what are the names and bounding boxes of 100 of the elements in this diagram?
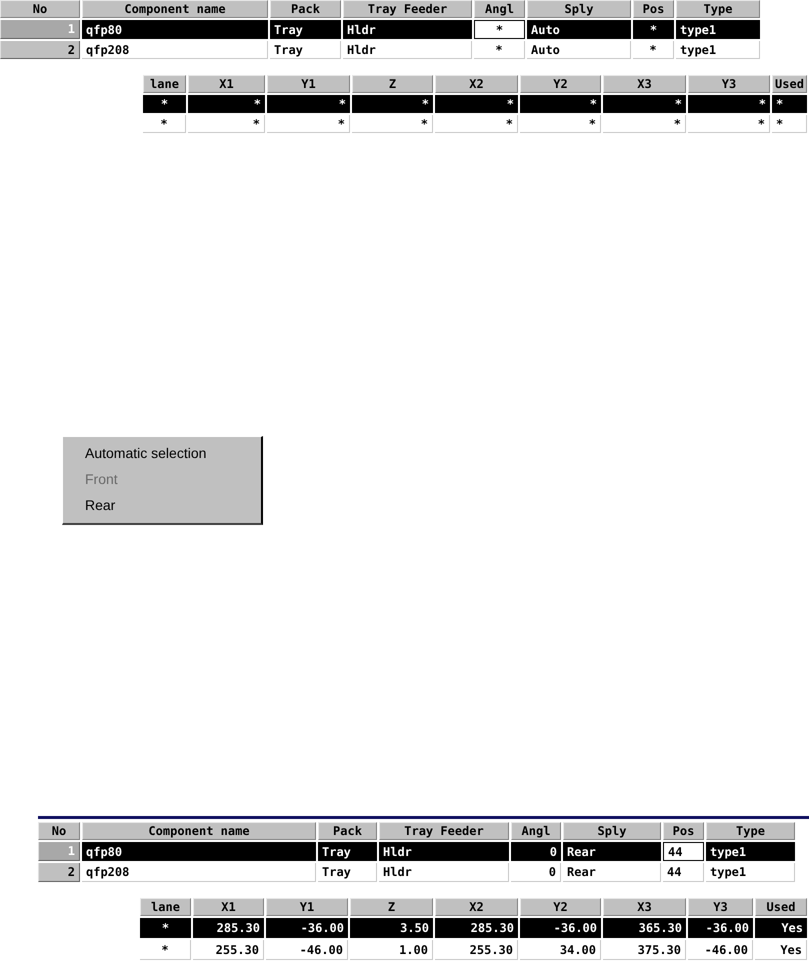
table-cell: type1 xyxy=(706,863,795,882)
table-cell: 44 xyxy=(663,842,704,861)
column-header: Type xyxy=(706,822,795,840)
column-header: Pos xyxy=(633,0,674,18)
table-cell: 0 xyxy=(511,842,561,861)
table-cell: 34.00 xyxy=(520,940,601,960)
column-header: X3 xyxy=(603,898,686,916)
table-cell: 375.30 xyxy=(603,940,686,960)
column-header: Angl xyxy=(474,0,525,18)
table-cell: 0 xyxy=(511,863,561,882)
table-cell: Tray xyxy=(318,863,377,882)
column-header: No xyxy=(0,0,80,18)
table-cell: Yes xyxy=(755,918,807,938)
table-cell: 44 xyxy=(663,863,704,882)
table-cell: * xyxy=(140,940,191,960)
column-header: X2 xyxy=(435,75,518,93)
column-header: Angl xyxy=(511,822,561,840)
table-cell: * xyxy=(633,41,674,59)
table-cell: qfp80 xyxy=(82,20,268,39)
table-cell: 365.30 xyxy=(603,918,686,938)
column-header: Y1 xyxy=(266,898,348,916)
menu-item: Automatic selection xyxy=(85,445,206,461)
table-cell: Hldr xyxy=(379,863,509,882)
table-cell: Tray xyxy=(318,842,377,861)
column-header: X1 xyxy=(188,75,265,93)
table-cell: * xyxy=(474,41,525,59)
table-cell: * xyxy=(688,95,770,113)
column-header: Y3 xyxy=(688,898,753,916)
table-cell: qfp208 xyxy=(82,41,268,59)
table-cell: 1.00 xyxy=(350,940,433,960)
table-cell: -36.00 xyxy=(266,918,348,938)
column-header: Component name xyxy=(82,822,316,840)
column-header: Sply xyxy=(527,0,631,18)
table-cell: 3.50 xyxy=(350,918,433,938)
column-header: No xyxy=(38,822,80,840)
column-header: Z xyxy=(350,898,433,916)
table-cell: * xyxy=(603,115,686,133)
table-cell: * xyxy=(435,95,518,113)
column-header: Sply xyxy=(563,822,661,840)
column-header: Type xyxy=(676,0,760,18)
table-cell: * xyxy=(267,95,350,113)
table-cell: -36.00 xyxy=(688,918,753,938)
column-header: Tray Feeder xyxy=(379,822,509,840)
table-cell: * xyxy=(435,115,518,133)
table-cell: * xyxy=(140,918,191,938)
table-cell: * xyxy=(603,95,686,113)
row-number: 2 xyxy=(0,41,80,59)
row-number: 1 xyxy=(0,20,80,39)
table-cell: Auto xyxy=(527,41,631,59)
table-cell: 285.30 xyxy=(193,918,264,938)
table-cell: -36.00 xyxy=(520,918,601,938)
table-cell: * xyxy=(188,95,265,113)
table-cell: 255.30 xyxy=(193,940,264,960)
table-cell: * xyxy=(352,95,433,113)
table-cell: type1 xyxy=(676,41,760,59)
column-header: lane xyxy=(140,898,191,916)
table-cell: qfp80 xyxy=(82,842,316,861)
column-header: Tray Feeder xyxy=(343,0,472,18)
column-header: Pos xyxy=(663,822,704,840)
column-header: Y1 xyxy=(267,75,350,93)
table-cell: * xyxy=(143,115,186,133)
column-header: Y2 xyxy=(520,898,601,916)
column-header: lane xyxy=(143,75,186,93)
column-header: X2 xyxy=(435,898,518,916)
table-cell: * xyxy=(352,115,433,133)
table-cell: type1 xyxy=(676,20,760,39)
column-header: Y2 xyxy=(520,75,601,93)
table-cell: * xyxy=(267,115,350,133)
table-cell: Auto xyxy=(527,20,631,39)
table-cell: -46.00 xyxy=(266,940,348,960)
table-cell: Rear xyxy=(563,863,661,882)
table-cell: * xyxy=(520,115,601,133)
table-cell: * xyxy=(772,95,807,113)
table-cell: 285.30 xyxy=(435,918,518,938)
table-cell: Hldr xyxy=(379,842,509,861)
dropdown-menu xyxy=(62,436,263,525)
table-cell: -46.00 xyxy=(688,940,753,960)
column-header: Z xyxy=(352,75,433,93)
table-cell: * xyxy=(474,20,525,39)
table-cell: Tray xyxy=(270,41,341,59)
column-header: X1 xyxy=(193,898,264,916)
table-cell: * xyxy=(520,95,601,113)
table-cell: Tray xyxy=(270,20,341,39)
column-header: Pack xyxy=(270,0,341,18)
row-number: 1 xyxy=(38,842,80,861)
column-header: Used xyxy=(772,75,807,93)
column-header: Used xyxy=(755,898,807,916)
table-cell: * xyxy=(143,95,186,113)
menu-item: Rear xyxy=(85,497,116,513)
table-cell: type1 xyxy=(706,842,795,861)
table-cell: Rear xyxy=(563,842,661,861)
table-cell: 255.30 xyxy=(435,940,518,960)
table-cell: * xyxy=(688,115,770,133)
table-cell: * xyxy=(772,115,807,133)
table-cell: qfp208 xyxy=(82,863,316,882)
column-header: Y3 xyxy=(688,75,770,93)
row-number: 2 xyxy=(38,863,80,882)
column-header: X3 xyxy=(603,75,686,93)
table-cell: * xyxy=(633,20,674,39)
table-cell: Hldr xyxy=(343,41,472,59)
